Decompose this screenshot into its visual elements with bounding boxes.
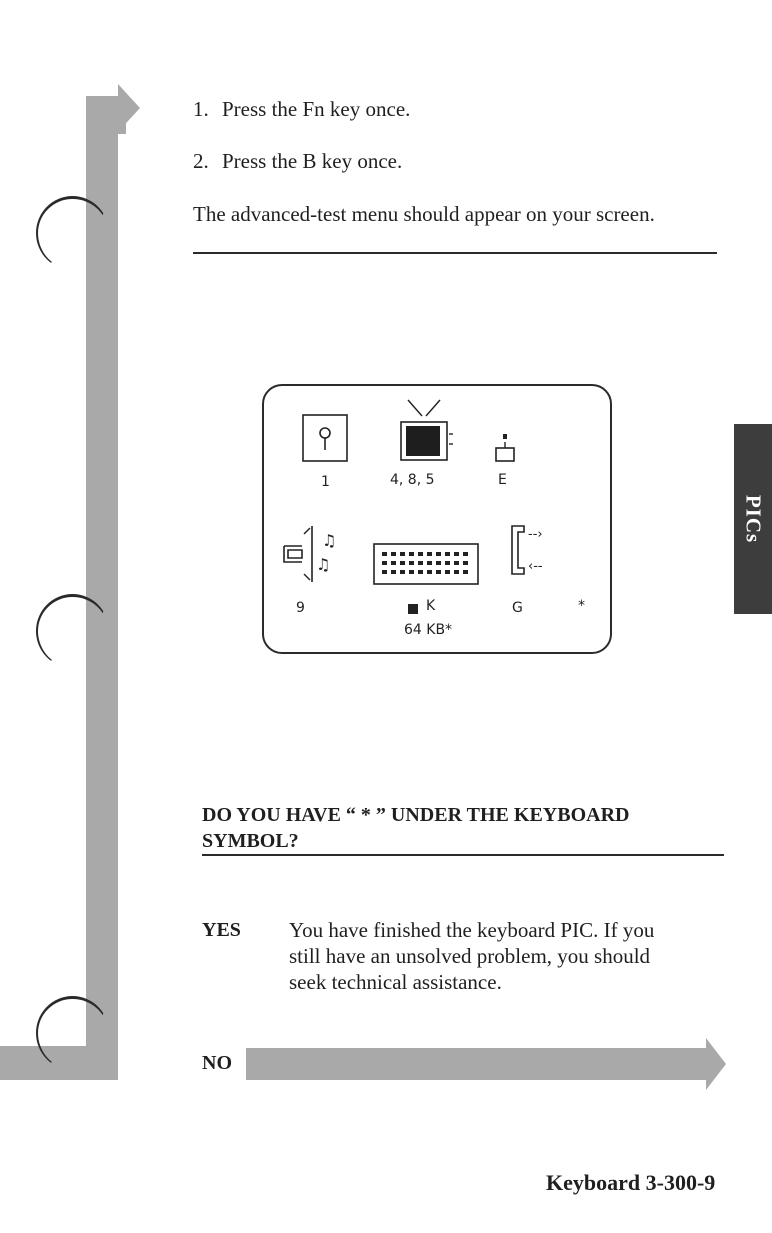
binder-hole-icon bbox=[36, 196, 109, 270]
label-1: 1 bbox=[321, 474, 330, 490]
yes-text-line-3: seek technical assistance. bbox=[289, 970, 502, 994]
keylock-icon bbox=[302, 414, 348, 462]
section-tab-label: PICs bbox=[741, 494, 766, 544]
yes-text: You have finished the keyboard PIC. If y… bbox=[289, 917, 654, 995]
step-text: Press the B key once. bbox=[222, 149, 403, 173]
svg-text:--›: --› bbox=[528, 527, 543, 542]
question-line-2: SYMBOL? bbox=[202, 830, 299, 852]
yes-label: YES bbox=[202, 919, 241, 941]
instruction-text: The advanced-test menu should appear on … bbox=[193, 202, 655, 226]
module-icon bbox=[495, 434, 515, 462]
divider bbox=[202, 854, 724, 856]
question-line-1: DO YOU HAVE “ * ” UNDER THE KEYBOARD bbox=[202, 804, 630, 826]
flow-line-tick bbox=[118, 120, 126, 134]
label-e: E bbox=[498, 472, 507, 488]
question-heading: DO YOU HAVE “ * ” UNDER THE KEYBOARD SYM… bbox=[202, 802, 629, 854]
svg-text:♫: ♫ bbox=[316, 555, 330, 574]
label-star: * bbox=[578, 598, 585, 614]
step-number: 1. bbox=[193, 97, 209, 121]
speaker-icon: ♫ ♫ bbox=[283, 526, 336, 582]
svg-text:♫: ♫ bbox=[322, 531, 336, 550]
divider bbox=[193, 252, 717, 254]
label-64kb: 64 KB* bbox=[404, 622, 453, 638]
no-label: NO bbox=[202, 1052, 232, 1074]
yes-text-line-1: You have finished the keyboard PIC. If y… bbox=[289, 918, 655, 942]
binder-hole-icon bbox=[36, 594, 109, 668]
keyboard-icon bbox=[373, 543, 479, 585]
no-arrow-icon bbox=[706, 1038, 726, 1090]
connector-icon: --› ‹-- bbox=[511, 525, 543, 575]
yes-text-line-2: still have an unsolved problem, you shou… bbox=[289, 944, 651, 968]
label-k: K bbox=[426, 598, 436, 614]
step-1: 1. Press the Fn key once. bbox=[193, 96, 410, 122]
step-2: 2. Press the B key once. bbox=[193, 148, 402, 174]
step-text: Press the Fn key once. bbox=[222, 97, 411, 121]
section-tab: PICs bbox=[734, 424, 772, 614]
label-485: 4, 8, 5 bbox=[390, 472, 435, 488]
page-footer: Keyboard 3-300-9 bbox=[546, 1170, 716, 1195]
block-icon bbox=[408, 604, 418, 614]
step-number: 2. bbox=[193, 149, 209, 173]
no-flow-bar bbox=[246, 1048, 708, 1080]
svg-text:‹--: ‹-- bbox=[528, 559, 543, 574]
label-g: G bbox=[512, 600, 523, 616]
flow-line-top bbox=[86, 96, 122, 120]
screen-diagram: 1 4, 8, 5 E ♫ ♫ 9 K 64 KB* bbox=[262, 384, 612, 654]
label-9: 9 bbox=[296, 600, 305, 616]
binder-hole-icon bbox=[36, 996, 109, 1070]
display-icon bbox=[400, 399, 453, 461]
